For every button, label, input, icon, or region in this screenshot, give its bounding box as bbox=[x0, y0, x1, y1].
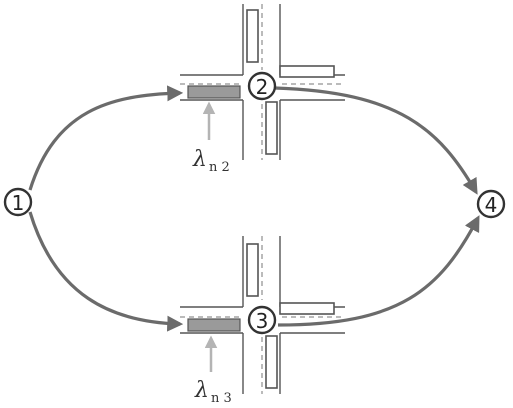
route-2-to-4 bbox=[274, 86, 478, 195]
node-4-label: 4 bbox=[485, 193, 498, 217]
queue-west-2 bbox=[187, 85, 241, 99]
queue-north-3 bbox=[246, 243, 259, 297]
queue-south-2 bbox=[265, 101, 278, 155]
node-1-label: 1 bbox=[12, 191, 25, 215]
queue-south-3 bbox=[265, 335, 278, 389]
route-3-to-4 bbox=[277, 215, 480, 327]
queue-east-3 bbox=[279, 302, 335, 315]
intersection-2 bbox=[180, 4, 345, 160]
queue-east-2 bbox=[279, 65, 335, 78]
node-3-label: 3 bbox=[256, 309, 269, 333]
queue-north-2 bbox=[246, 9, 259, 63]
node-3: 3 bbox=[247, 305, 277, 335]
lambda-symbol: λ bbox=[192, 147, 207, 172]
lambda-symbol: λ bbox=[194, 378, 209, 403]
node-2-label: 2 bbox=[256, 75, 269, 99]
intersection-3-roads bbox=[180, 236, 345, 394]
route-1-to-2 bbox=[28, 85, 184, 191]
route-1-to-3 bbox=[28, 211, 184, 332]
node-4: 4 bbox=[476, 189, 506, 219]
lambda-subscript-2: n 2 bbox=[209, 160, 230, 175]
node-2: 2 bbox=[247, 71, 277, 101]
lambda-subscript-3: n 3 bbox=[211, 391, 232, 406]
intersection-3 bbox=[180, 236, 345, 394]
queue-west-3 bbox=[187, 318, 241, 332]
node-1: 1 bbox=[3, 187, 33, 217]
